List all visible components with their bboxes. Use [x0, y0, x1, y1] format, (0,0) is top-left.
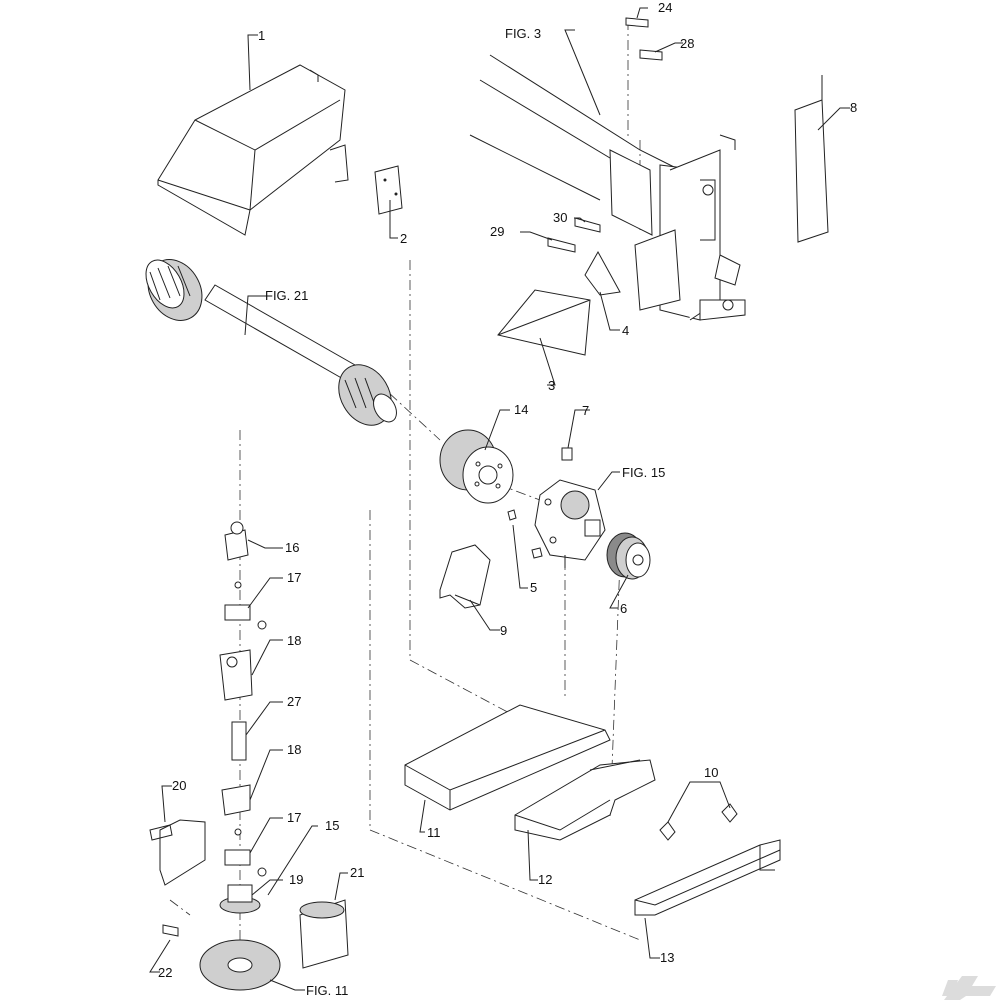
- part-27-tube: [231, 721, 247, 761]
- part-18-yoke: [219, 649, 253, 701]
- callout-8: 8: [850, 100, 857, 115]
- callout-11: 11: [427, 825, 441, 840]
- figure-references: FIG. 3 FIG. 21 FIG. 15 FIG. 11: [265, 26, 665, 998]
- driveline-column: [219, 521, 267, 914]
- gearbox: [534, 447, 606, 568]
- callout-22: 22: [158, 965, 172, 980]
- leader-lines: [149, 7, 850, 991]
- part-17b-cross: [224, 849, 251, 866]
- callout-24: 24: [658, 0, 672, 15]
- part-14-hub: [439, 429, 514, 504]
- callout-4: 4: [622, 323, 629, 338]
- callout-9: 9: [500, 623, 507, 638]
- fig-15-ref: FIG. 15: [622, 465, 665, 480]
- callout-14: 14: [514, 402, 528, 417]
- callout-2: 2: [400, 231, 407, 246]
- part-8-panel: [794, 75, 829, 243]
- part-9-bracket: [439, 544, 491, 609]
- callout-27: 27: [287, 694, 301, 709]
- callout-1: 1: [258, 28, 265, 43]
- callout-7: 7: [582, 403, 589, 418]
- callout-16: 16: [285, 540, 299, 555]
- callout-30: 30: [553, 210, 567, 225]
- fig-11-ref: FIG. 11: [306, 983, 348, 998]
- callout-17b: 17: [287, 810, 301, 825]
- callout-18a: 18: [287, 633, 301, 648]
- part-1-cover: [157, 64, 349, 236]
- part-20-guard: [149, 819, 206, 886]
- part-12-tray: [514, 759, 656, 841]
- fig-21-ref: FIG. 21: [265, 288, 308, 303]
- part-30-plate: [574, 217, 601, 233]
- callout-10: 10: [704, 765, 718, 780]
- part-28-plate: [639, 49, 663, 61]
- part-21-cover: [299, 899, 349, 969]
- callout-21: 21: [350, 865, 364, 880]
- part-29-plate: [547, 237, 576, 253]
- part-6-pulley: [606, 532, 651, 580]
- callout-19: 19: [289, 872, 303, 887]
- callout-28: 28: [680, 36, 694, 51]
- callout-13: 13: [660, 950, 674, 965]
- fig-3-ref: FIG. 3: [505, 26, 541, 41]
- part-3-bracket: [497, 289, 591, 356]
- part-22-clip: [162, 924, 179, 937]
- callout-12: 12: [538, 872, 552, 887]
- callout-15: 15: [325, 818, 339, 833]
- small-plates: [547, 17, 663, 253]
- part-2-plate: [374, 165, 403, 215]
- callout-18b: 18: [287, 742, 301, 757]
- part-17-cross: [224, 604, 251, 621]
- part-11-tray: [404, 704, 611, 811]
- callout-29: 29: [490, 224, 504, 239]
- pto-shaft: [145, 259, 397, 426]
- part-13-beam: [634, 803, 781, 916]
- part-5-key: [507, 509, 543, 559]
- fig-11-disc: [199, 939, 281, 991]
- callout-3: 3: [548, 378, 555, 393]
- callout-5: 5: [530, 580, 537, 595]
- callout-17a: 17: [287, 570, 301, 585]
- corner-logo: [942, 976, 996, 1000]
- part-16-yoke: [224, 529, 249, 561]
- part-4-bracket: [584, 250, 621, 296]
- frame-assembly: [469, 54, 746, 321]
- callout-20: 20: [172, 778, 186, 793]
- part-24-plate: [625, 17, 649, 28]
- part-18b-yoke: [221, 784, 251, 816]
- callout-6: 6: [620, 601, 627, 616]
- part-17-grease-nipple: [234, 581, 242, 589]
- callout-labels: 1 2 3 4 5 6 7 8 9 10 11 12 13 14 15 16 1…: [158, 0, 857, 980]
